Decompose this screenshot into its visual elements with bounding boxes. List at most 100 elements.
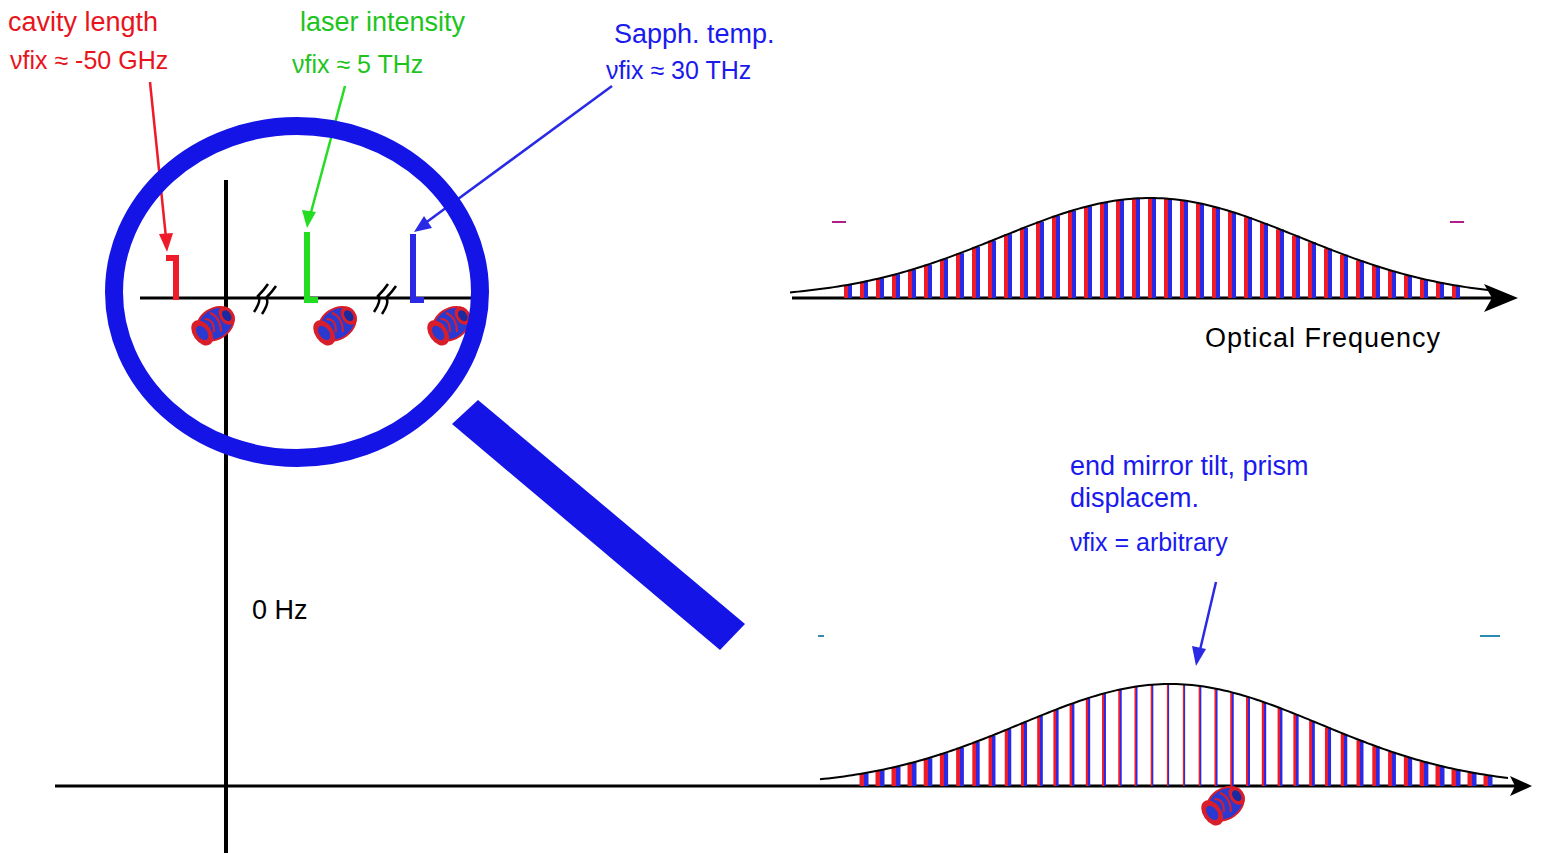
arrow-head (159, 233, 173, 252)
parameter-label: cavity length (8, 6, 158, 38)
comb-line (940, 259, 948, 298)
screw-icon (1196, 779, 1251, 830)
comb-line (1420, 762, 1429, 786)
comb-line (1116, 200, 1124, 298)
axis-break (254, 284, 276, 314)
comb-line (1244, 217, 1252, 298)
comb-line (1340, 255, 1348, 298)
comb-line (1452, 769, 1461, 786)
comb-line (1167, 684, 1169, 786)
comb-line (1053, 710, 1058, 786)
axis-break (374, 284, 396, 314)
comb-line (1372, 266, 1380, 298)
tick (832, 221, 846, 223)
comb-line (972, 247, 980, 298)
comb-line (1148, 198, 1156, 298)
comb-line (1292, 236, 1300, 298)
comb-line (1183, 684, 1185, 786)
arrow-head (1484, 284, 1518, 312)
comb-line (892, 767, 901, 786)
fixed-point-marker (166, 258, 176, 300)
comb-line (1309, 721, 1315, 786)
comb-line (1164, 199, 1172, 298)
comb-line (1132, 198, 1140, 298)
fixed-point-value: νfix ≈ -50 GHz (10, 44, 168, 76)
comb-line (1276, 229, 1284, 298)
comb-line (860, 773, 869, 786)
leader-line (1200, 582, 1216, 650)
axis-label: 0 Hz (252, 594, 308, 626)
comb-line (1436, 766, 1445, 786)
comb-line (940, 753, 948, 786)
comb-line (1021, 722, 1027, 786)
fixed-point-marker (307, 232, 318, 300)
magnifier-ring (114, 126, 480, 458)
leader-line (150, 82, 166, 238)
comb-line (1260, 223, 1268, 298)
parameter-label: Sapph. temp. (614, 18, 775, 50)
comb-line (1246, 697, 1250, 786)
comb-line (1468, 773, 1477, 786)
parameter-label: laser intensity (300, 6, 465, 38)
comb-line (1100, 203, 1108, 298)
magnifier-handle (452, 400, 745, 650)
comb-line (1420, 279, 1428, 298)
arrow-head (1510, 776, 1532, 796)
comb-line (1324, 249, 1332, 298)
comb-line (1214, 689, 1217, 786)
comb-line (1068, 211, 1076, 298)
comb-line (1404, 275, 1412, 298)
comb-line (1357, 740, 1364, 786)
comb-line (1070, 704, 1075, 786)
comb-line (876, 770, 885, 786)
comb-line (1212, 207, 1220, 298)
comb-line (1102, 693, 1106, 786)
comb-line (1180, 201, 1188, 298)
comb-line (924, 265, 932, 298)
comb-line (989, 736, 996, 786)
comb-line (1118, 690, 1121, 786)
comb-line (860, 282, 868, 298)
envelope-curve (820, 684, 1508, 779)
fixed-point-marker (413, 234, 424, 300)
axis-label: Optical Frequency (1205, 322, 1441, 354)
comb-line (1228, 212, 1236, 298)
comb-line (1020, 228, 1028, 298)
comb-line (988, 241, 996, 298)
screw-icon (186, 299, 241, 350)
comb-line (1037, 716, 1043, 786)
comb-line (1484, 775, 1493, 786)
comb-line (908, 763, 917, 786)
comb-line (1388, 752, 1396, 786)
parameter-label: end mirror tilt, prism displacem. (1070, 450, 1320, 514)
tick (1450, 221, 1464, 223)
comb-line (1084, 206, 1092, 298)
comb-line (972, 742, 979, 786)
comb-line (1452, 286, 1460, 298)
leader-line (310, 86, 345, 216)
comb-line (1151, 685, 1154, 786)
comb-line (1052, 216, 1060, 298)
envelope-curve (790, 198, 1498, 292)
comb-line (1341, 734, 1348, 786)
comb-line (1388, 271, 1396, 298)
comb-line (1308, 242, 1316, 298)
comb-line (1372, 746, 1379, 786)
fixed-point-value: νfix = arbitrary (1070, 526, 1228, 558)
fixed-point-value: νfix ≈ 5 THz (292, 48, 423, 80)
comb-line (892, 274, 900, 298)
comb-line (1325, 727, 1331, 786)
comb-line (1293, 714, 1298, 786)
comb-line (1278, 708, 1283, 786)
comb-line (1036, 222, 1044, 298)
comb-line (1230, 692, 1234, 786)
tick (818, 635, 824, 637)
comb-line (876, 278, 884, 298)
comb-line (1196, 203, 1204, 298)
comb-line (1262, 702, 1266, 786)
comb-line (1436, 283, 1444, 298)
comb-line (956, 253, 964, 298)
fixed-point-value: νfix ≈ 30 THz (606, 54, 751, 86)
